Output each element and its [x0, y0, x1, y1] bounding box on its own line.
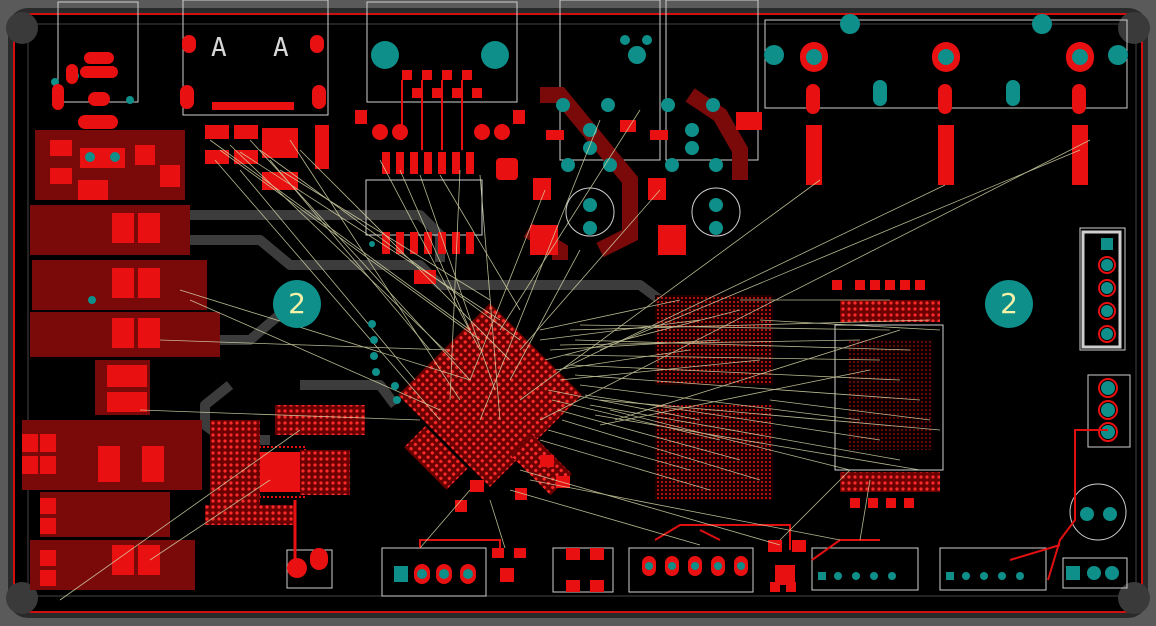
audio-jack-footprints[interactable]: [523, 35, 762, 260]
bottom-connectors[interactable]: [394, 540, 1024, 592]
usb-a-pins[interactable]: [180, 35, 326, 109]
smd-pads-power[interactable]: [22, 140, 180, 586]
usb-a-signal-pads[interactable]: [205, 102, 329, 190]
soic-ic[interactable]: [365, 152, 483, 284]
layer-marker-icon: 2: [985, 280, 1033, 328]
vias: [368, 241, 401, 404]
smd-near-cpu[interactable]: [455, 455, 570, 512]
layer-marker-icon: 2: [273, 280, 321, 328]
decoupling-caps[interactable]: [404, 426, 468, 490]
header-connector-top-right[interactable]: [764, 14, 1128, 185]
ratsnest-lines: [59, 109, 1091, 601]
usb-a-label-2: A: [273, 33, 289, 63]
qfn-ic[interactable]: [205, 405, 365, 578]
copper-traces: [419, 429, 1108, 581]
usb-a-label-1: A: [211, 33, 227, 63]
rj45-footprint[interactable]: [355, 41, 525, 180]
side-connector-right[interactable]: [1066, 230, 1127, 580]
qfp-ic[interactable]: [832, 280, 944, 508]
dc-jack-footprint[interactable]: [52, 52, 118, 129]
